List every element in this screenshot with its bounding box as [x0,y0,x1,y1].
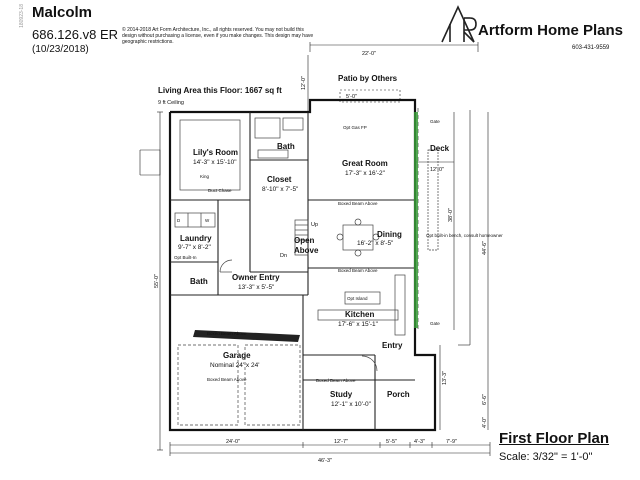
dim-right-6-6: 6'-6" [482,394,488,405]
patio-label: Patio by Others [338,74,398,83]
laundry-label: Laundry [180,234,212,243]
dim-left-55: 55'-0" [154,274,160,288]
ceiling-height-label: 9 ft Ceiling [158,100,184,106]
dim-bottom-7-9: 7'-9" [446,439,457,445]
logo-text: Artform Home Plans [478,22,624,39]
bath-upper-label: Bath [277,142,295,151]
dim-bottom-4-3: 4'-3" [414,439,425,445]
closet-label: Closet [267,175,292,184]
boxed-beam-label-5: Boxed Beam Above [316,378,356,383]
garage-label: Garage [223,351,251,360]
opt-bench-note: Opt built-in bench, consult homeowner [426,233,503,238]
gate-label-top: Gate [430,119,440,124]
owner-entry-label: Owner Entry [232,273,280,282]
living-area-label: Living Area this Floor: 1667 sq ft [158,86,282,95]
dim-bottom-5-5: 5'-5" [386,439,397,445]
kitchen-label: Kitchen [345,310,374,319]
stair-up-label: Up [311,222,318,228]
opt-gas-fp-label: Opt Gas FP [343,125,367,130]
boxed-beam-label-4: Boxed Beam Above [207,377,247,382]
opt-island-label: Opt Island [347,296,368,301]
plan-scale: Scale: 3/32" = 1'-0" [499,451,593,463]
owner-entry-dim: 13'-3" x 5'-5" [238,284,275,291]
dim-top-22: 22'-0" [362,51,376,57]
boxed-beam-label-3: Boxed Beam Above [207,331,247,336]
porch-label: Porch [387,390,410,399]
study-dim: 12'-1" x 10'-0" [331,401,372,408]
plan-date: (10/23/2018) [32,44,89,55]
dining-label: Dining [377,230,402,239]
plan-model-number: 686.126.v8 ER [32,27,119,42]
dryer-label: D [177,218,181,223]
dim-patio-5: 5'-0" [346,94,357,100]
dim-bottom-46-3: 46'-3" [318,458,332,464]
logo-icon [441,5,477,43]
great-room-dim: 17'-3" x 16'-2" [345,170,386,177]
plan-title: First Floor Plan [499,430,610,447]
plan-name: Malcolm [32,4,93,21]
dim-bottom-24: 24'-0" [226,439,240,445]
gate-label-bottom: Gate [430,321,440,326]
duct-chase-label: Duct Chase [208,188,232,193]
washer-label: W [205,218,210,223]
dining-dim: 16'-2" x 8'-5" [357,240,394,247]
boxed-beam-label-2: Boxed Beam Above [338,268,378,273]
kitchen-dim: 17'-6" x 15'-1" [338,321,379,328]
dim-right-44-6: 44'-6" [482,241,488,255]
great-room-label: Great Room [342,159,388,168]
boxed-beam-label-1: Boxed Beam Above [338,201,378,206]
study-label: Study [330,390,353,399]
dim-right-38: 38'-0" [448,208,454,222]
lilys-room-label: Lily's Room [193,148,238,157]
entry-label: Entry [382,341,403,350]
lilys-room-dim: 14'-3" x 15'-10" [193,159,237,166]
dim-bottom-12-7: 12'-7" [334,439,348,445]
dim-right-4: 4'-0" [482,417,488,428]
closet-dim: 8'-10" x 7'-5" [262,186,299,193]
dim-left-12: 12'-0" [301,76,307,90]
king-bed-label: King [200,174,210,179]
copyright-notice: © 2014-2018 Art Form Architecture, Inc.,… [122,27,314,45]
stair-down-label: Dn [280,253,287,259]
laundry-dim: 9'-7" x 8'-2" [178,244,211,251]
dim-right-13-3: 13'-3" [442,371,448,385]
opt-built-in-label: Opt Built-In [174,255,197,260]
bath-lower-label: Bath [190,277,208,286]
garage-dim: Nominal 24' x 24' [210,362,259,369]
deck-dim: 12'-0" [430,167,444,173]
deck-label: Deck [430,144,450,153]
phone-number: 603-431-9559 [572,45,610,51]
